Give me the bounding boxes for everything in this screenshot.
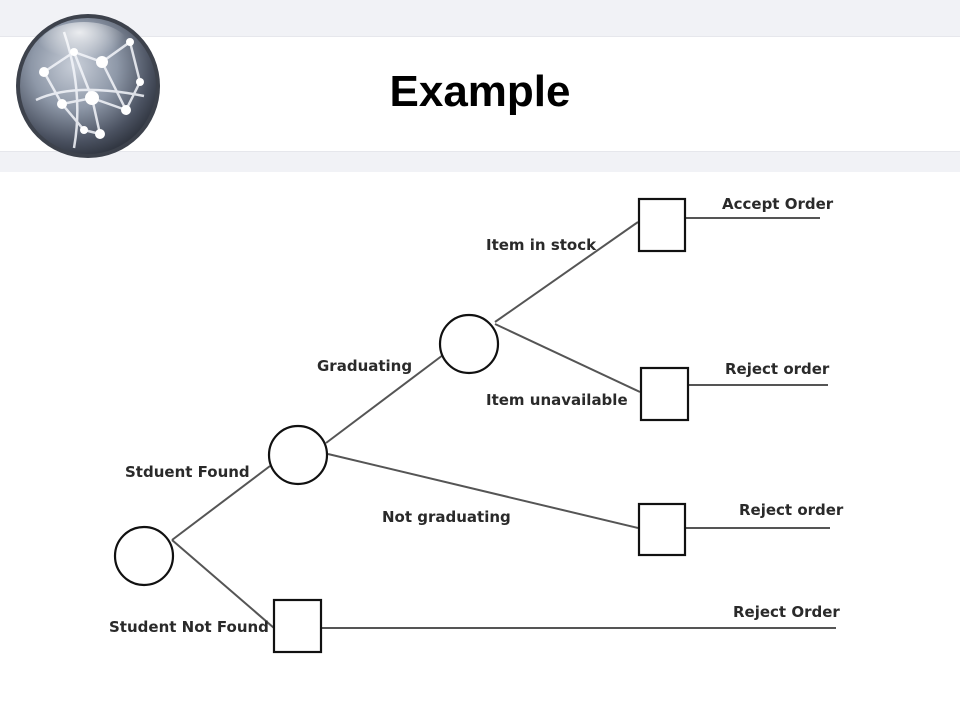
edge-to-item-in-stock [494, 221, 639, 323]
edge-to-not-graduating [327, 453, 639, 529]
label-reject-order-2: Reject order [739, 501, 844, 519]
reject-order-box-3 [272, 598, 323, 654]
accept-order-box [637, 197, 687, 253]
root-chance-node [113, 525, 175, 587]
label-not-graduating: Not graduating [382, 508, 511, 526]
label-accept-order: Accept Order [722, 195, 834, 213]
edge-root-to-student-found [171, 465, 271, 541]
label-student-not-found: Student Not Found [109, 618, 269, 636]
title-bar [0, 36, 960, 152]
student-found-chance-node [267, 424, 329, 486]
decision-tree-diagram: Stduent Found Student Not Found Graduati… [109, 195, 844, 654]
edge-to-item-unavailable [494, 323, 641, 393]
label-student-found: Stduent Found [125, 463, 250, 481]
slide-title: Example [389, 67, 571, 116]
edge-to-graduating [325, 354, 444, 444]
edge-root-to-student-not-found [171, 539, 275, 629]
label-graduating: Graduating [317, 357, 412, 375]
globe-network-icon [16, 14, 160, 158]
label-reject-order-1: Reject order [725, 360, 830, 378]
label-reject-order-3: Reject Order [733, 603, 840, 621]
label-item-in-stock: Item in stock [486, 236, 597, 254]
reject-order-box-2 [637, 502, 687, 557]
label-item-unavailable: Item unavailable [486, 391, 628, 409]
reject-order-box-1 [639, 366, 690, 422]
graduating-chance-node [438, 313, 500, 375]
